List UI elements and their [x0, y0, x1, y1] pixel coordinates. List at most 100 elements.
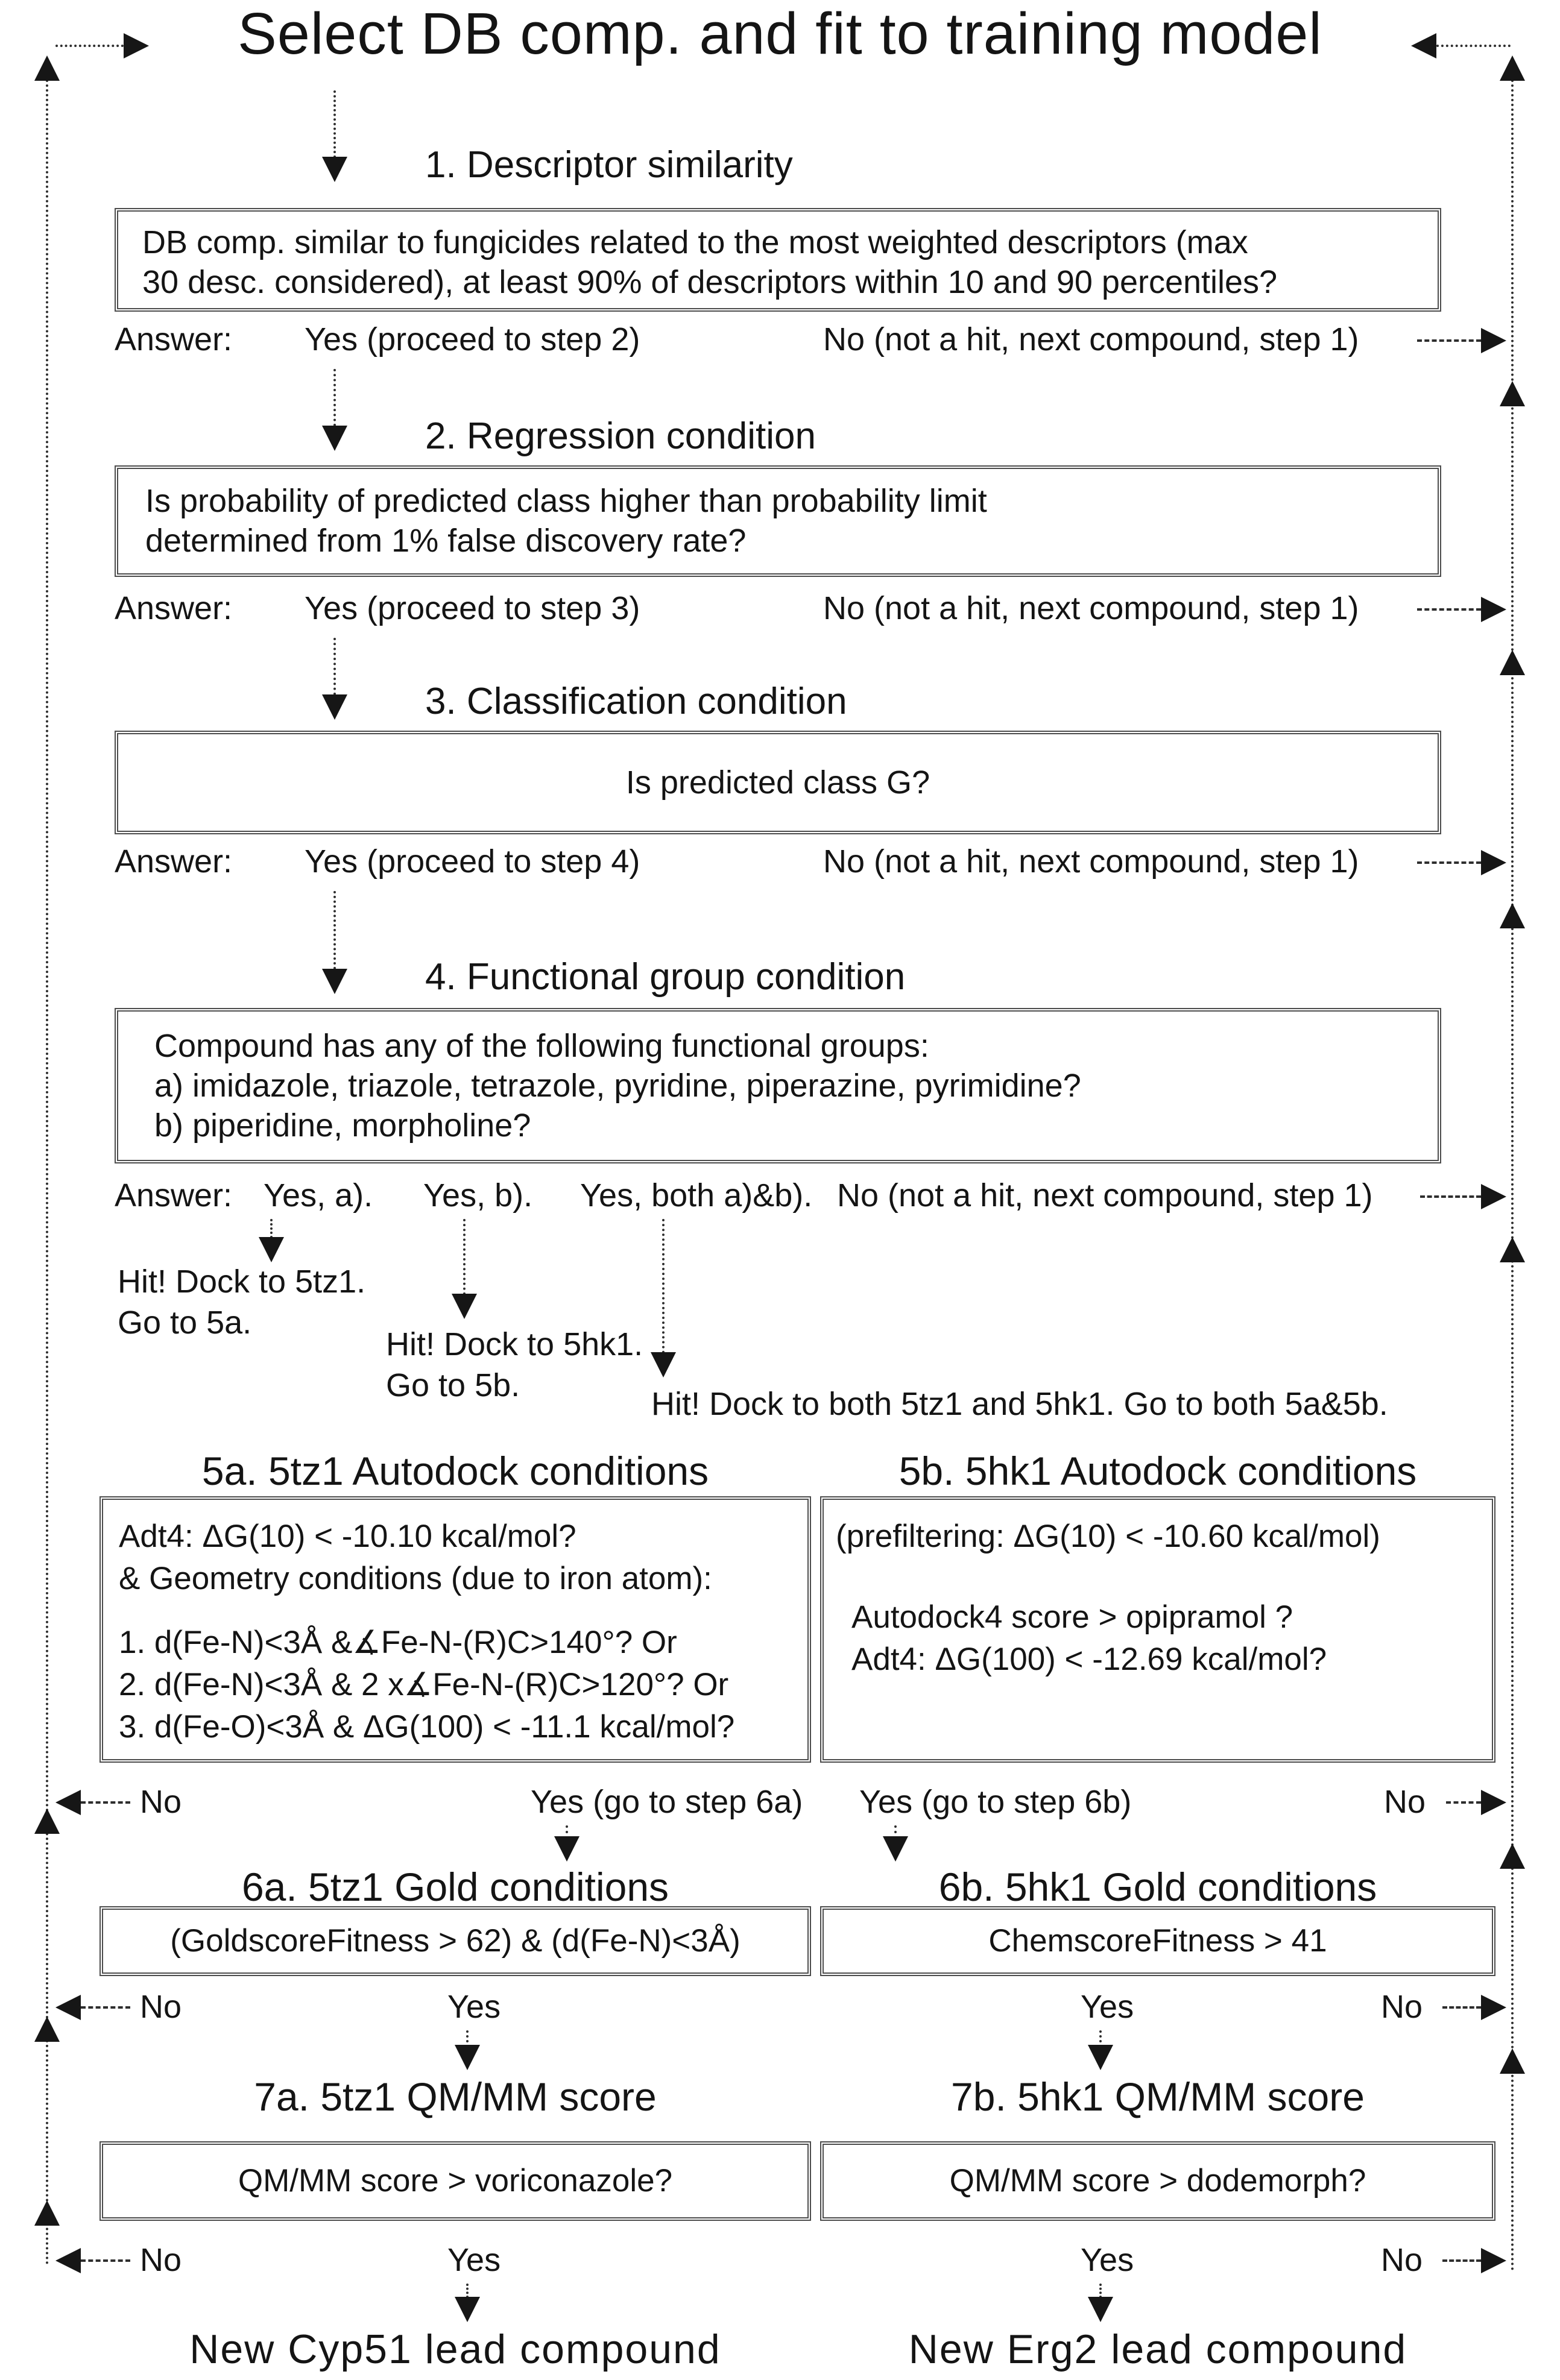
step3-box: Is predicted class G? — [115, 731, 1441, 834]
arrowhead-up-icon — [1500, 903, 1525, 928]
arrowhead-down-icon — [322, 694, 347, 720]
answer-label: Answer: — [115, 1177, 233, 1214]
step7a-heading: 7a. 5tz1 QM/MM score — [254, 2074, 657, 2119]
step1-condition-line: DB comp. similar to fungicides related t… — [142, 224, 1248, 260]
step2-condition-line: determined from 1% false discovery rate? — [145, 523, 747, 559]
arrowhead-up-icon — [1500, 55, 1525, 81]
step5b-condition-line: Autodock4 score > opipramol ? — [851, 1599, 1293, 1635]
arrowhead-down-icon — [651, 1352, 676, 1377]
arrowhead-left-icon — [55, 2248, 81, 2273]
step5a-box: Adt4: ΔG(10) < -10.10 kcal/mol? & Geomet… — [99, 1496, 811, 1763]
yes-branch-label: Yes — [447, 1989, 501, 2025]
arrowhead-down-icon — [322, 969, 347, 994]
flow-line — [333, 90, 336, 158]
arrowhead-right-icon — [1481, 328, 1506, 353]
step5a-heading: 5a. 5tz1 Autodock conditions — [201, 1449, 709, 1493]
step7a-box: QM/MM score > voriconazole? — [99, 2141, 811, 2221]
no-branch-label: No — [140, 1989, 182, 2025]
arrowhead-right-icon — [1481, 1184, 1506, 1209]
yes-b-branch-label: Yes, b). — [423, 1177, 533, 1214]
step2-box: Is probability of predicted class higher… — [115, 465, 1441, 577]
step6a-box: (GoldscoreFitness > 62) & (d(Fe-N)<3Å) — [99, 1906, 811, 1976]
step5a-condition-line: 2. d(Fe-N)<3Å & 2 x∡Fe-N-(R)C>120°? Or — [119, 1667, 729, 1702]
flow-line — [466, 2030, 469, 2047]
flow-line — [333, 369, 336, 426]
hit-note-b-line: Go to 5b. — [386, 1367, 520, 1403]
step1-box: DB comp. similar to fungicides related t… — [115, 208, 1441, 312]
hit-note-a: Hit! Dock to 5tz1. Go to 5a. — [118, 1261, 365, 1343]
step5a-condition-line: 3. d(Fe-O)<3Å & ΔG(100) < -11.1 kcal/mol… — [119, 1709, 735, 1745]
no-branch-label: No — [140, 2242, 182, 2278]
hit-note-b-line: Hit! Dock to 5hk1. — [386, 1326, 643, 1362]
step2-condition-line: Is probability of predicted class higher… — [145, 483, 987, 519]
feedback-line-right — [1511, 60, 1514, 2273]
connector-title-right — [1436, 45, 1511, 47]
step6b-heading: 6b. 5hk1 Gold conditions — [938, 1865, 1377, 1909]
arrowhead-down-icon — [322, 426, 347, 451]
no-branch-label: No — [1381, 2242, 1423, 2278]
answer-label: Answer: — [115, 590, 233, 626]
step5b-condition-line: Adt4: ΔG(100) < -12.69 kcal/mol? — [851, 1642, 1327, 1677]
no-branch-label: No — [1381, 1989, 1423, 2025]
step2-heading: 2. Regression condition — [425, 415, 816, 457]
flow-line — [270, 1219, 273, 1238]
connector-no — [81, 2259, 130, 2262]
arrowhead-up-icon — [34, 55, 60, 81]
step4-condition-line: b) piperidine, morpholine? — [154, 1107, 531, 1144]
arrowhead-up-icon — [34, 2200, 60, 2226]
connector-no — [1420, 1195, 1481, 1198]
step1-condition-line: 30 desc. considered), at least 90% of de… — [142, 264, 1278, 300]
arrowhead-right-icon — [124, 33, 149, 58]
flow-line — [1099, 2284, 1102, 2298]
step6a-condition: (GoldscoreFitness > 62) & (d(Fe-N)<3Å) — [170, 1923, 741, 1959]
arrowhead-up-icon — [1500, 1237, 1525, 1262]
arrowhead-up-icon — [34, 2016, 60, 2042]
arrowhead-down-icon — [1088, 2297, 1113, 2322]
step5b-heading: 5b. 5hk1 Autodock conditions — [898, 1449, 1417, 1493]
arrowhead-left-icon — [1411, 33, 1436, 58]
step6b-condition: ChemscoreFitness > 41 — [988, 1923, 1327, 1959]
yes-branch-label: Yes (proceed to step 3) — [305, 590, 640, 626]
flow-line — [333, 638, 336, 695]
spacer — [836, 1558, 1480, 1596]
connector-no — [1446, 1801, 1481, 1804]
step7b-box: QM/MM score > dodemorph? — [820, 2141, 1495, 2221]
result-right: New Erg2 lead compound — [908, 2326, 1407, 2372]
arrowhead-up-icon — [1500, 650, 1525, 675]
hit-note-a-line: Go to 5a. — [118, 1305, 252, 1341]
no-branch-label: No (not a hit, next compound, step 1) — [823, 590, 1359, 626]
arrowhead-down-icon — [455, 2045, 480, 2070]
connector-no — [1442, 2259, 1481, 2262]
no-branch-label: No — [1384, 1784, 1426, 1820]
step7b-heading: 7b. 5hk1 QM/MM score — [951, 2074, 1365, 2119]
arrowhead-up-icon — [1500, 381, 1525, 406]
step3-heading: 3. Classification condition — [425, 681, 847, 722]
yes-branch-label: Yes (go to step 6b) — [859, 1784, 1132, 1820]
arrowhead-down-icon — [455, 2297, 480, 2322]
step4-box: Compound has any of the following functi… — [115, 1008, 1441, 1163]
connector-no — [81, 2006, 130, 2009]
flow-line — [466, 2284, 469, 2298]
feedback-line-left — [46, 60, 48, 2267]
no-branch-label: No (not a hit, next compound, step 1) — [823, 321, 1359, 357]
arrowhead-down-icon — [554, 1836, 579, 1862]
arrowhead-down-icon — [883, 1836, 908, 1862]
arrowhead-right-icon — [1481, 597, 1506, 622]
yes-branch-label: Yes (go to step 6a) — [531, 1784, 803, 1820]
flow-line — [463, 1219, 466, 1295]
arrowhead-left-icon — [55, 1790, 81, 1815]
hit-note-a-line: Hit! Dock to 5tz1. — [118, 1264, 366, 1300]
yes-a-branch-label: Yes, a). — [264, 1177, 373, 1214]
step4-heading: 4. Functional group condition — [425, 956, 906, 998]
connector-no — [1417, 861, 1481, 864]
step5b-condition-line: (prefiltering: ΔG(10) < -10.60 kcal/mol) — [836, 1519, 1380, 1554]
step5a-condition-line: 1. d(Fe-N)<3Å &∡Fe-N-(R)C>140°? Or — [119, 1625, 677, 1660]
arrowhead-down-icon — [322, 157, 347, 182]
step5b-box: (prefiltering: ΔG(10) < -10.60 kcal/mol)… — [820, 1496, 1495, 1763]
arrowhead-up-icon — [1500, 2048, 1525, 2074]
arrowhead-down-icon — [259, 1237, 284, 1262]
yes-branch-label: Yes — [447, 2242, 501, 2278]
step7b-condition: QM/MM score > dodemorph? — [949, 2163, 1366, 2199]
step1-heading: 1. Descriptor similarity — [425, 144, 793, 186]
yes-branch-label: Yes (proceed to step 4) — [305, 843, 640, 880]
